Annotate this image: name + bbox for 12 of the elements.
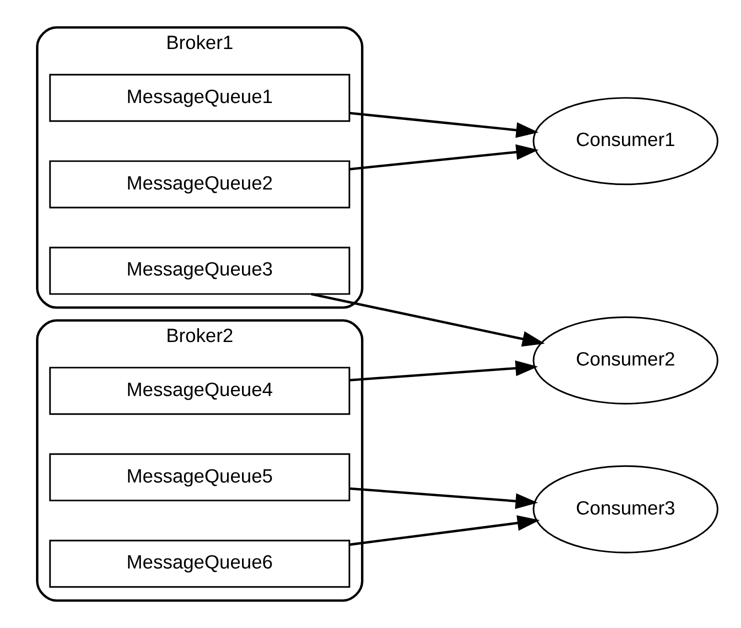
node-box: MessageQueue1 [48, 74, 350, 122]
node-ellipse: Consumer2 [532, 316, 718, 404]
node-box: MessageQueue2 [48, 160, 350, 208]
node-ellipse: Consumer1 [532, 97, 718, 186]
node-box: MessageQueue5 [48, 453, 350, 502]
node-box: MessageQueue3 [48, 246, 350, 295]
arrow [349, 112, 538, 138]
arrow [349, 515, 540, 546]
node-ellipse: Consumer3 [532, 465, 718, 554]
node-box: MessageQueue4 [48, 366, 350, 415]
node-box: MessageQueue6 [48, 540, 350, 588]
arrow [349, 144, 538, 170]
